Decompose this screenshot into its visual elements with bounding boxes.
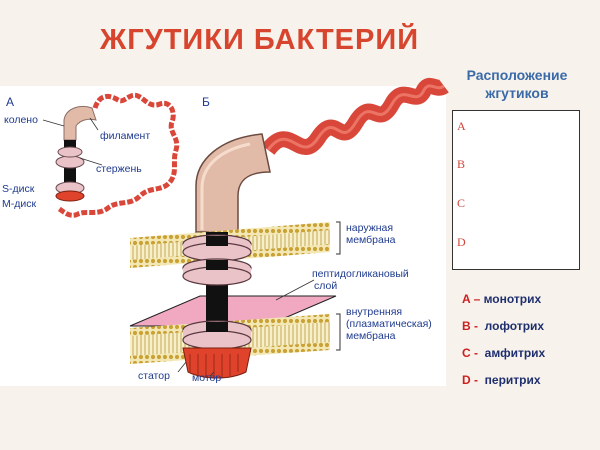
large-flagellum-model — [129, 77, 449, 379]
hook-a — [63, 106, 97, 141]
arrangement-box — [452, 110, 580, 270]
label-filament: филамент — [100, 130, 151, 142]
box-letter-b: B — [457, 157, 466, 171]
panel-b-letter: Б — [202, 95, 210, 109]
label-inner-membrane: внутренняя(плазматическая)мембрана — [346, 306, 432, 342]
legend-row-d: D - перитрих — [462, 373, 541, 387]
label-sterzhen: стержень — [96, 163, 142, 175]
slide-title: ЖГУТИКИ БАКТЕРИЙ — [100, 24, 420, 56]
label-koleno: колено — [4, 114, 38, 126]
small-flagellum-model — [42, 92, 180, 218]
label-m-disk: М-диск — [2, 198, 37, 210]
legend-row-c: C - амфитрих — [462, 346, 546, 360]
legend-row-a: A – монотрих — [462, 292, 542, 306]
label-motor: мотор — [192, 372, 222, 384]
s-disk-a — [55, 155, 85, 169]
legend-row-b: B - лофотрих — [462, 319, 545, 333]
box-letter-a: A — [457, 119, 466, 133]
label-stator: статор — [138, 370, 170, 382]
panel-a-letter: А — [6, 95, 15, 109]
box-letter-d: D — [457, 235, 466, 249]
label-s-disk: S-диск — [2, 183, 35, 195]
box-letter-c: C — [457, 196, 466, 210]
motor — [182, 347, 252, 379]
filament-a — [56, 92, 180, 218]
